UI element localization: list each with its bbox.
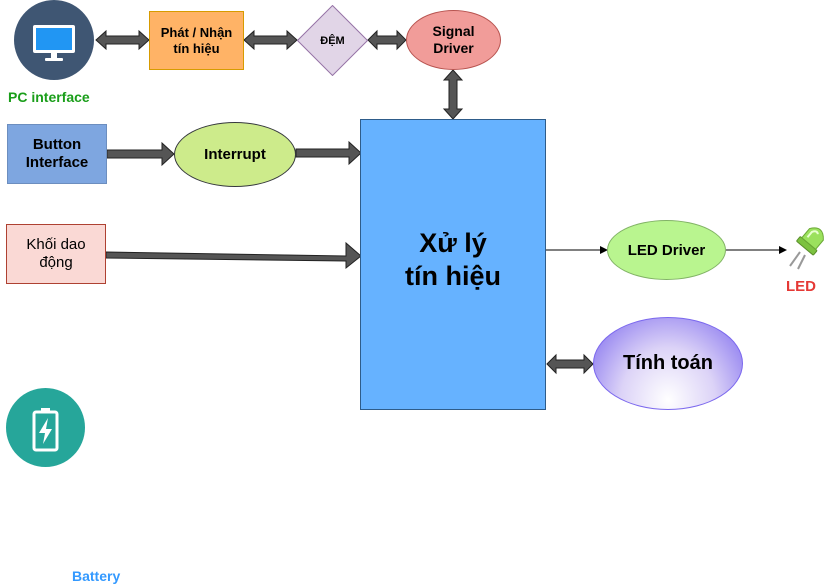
signal-driver-label: Signal Driver bbox=[432, 23, 475, 56]
led-bulb-icon bbox=[789, 227, 824, 270]
battery-label: Battery bbox=[72, 568, 121, 584]
signal-driver-to-xu-ly-arrow bbox=[442, 69, 464, 120]
tinh-toan-label: Tính toán bbox=[623, 352, 713, 374]
pc-interface-label: PC interface bbox=[8, 89, 90, 105]
interrupt-label: Interrupt bbox=[204, 146, 266, 163]
phat-nhan-node[interactable]: Phát / Nhận tín hiệu bbox=[149, 11, 244, 70]
signal-driver-node[interactable]: Signal Driver bbox=[406, 10, 501, 70]
dem-label: ĐỆM bbox=[320, 34, 345, 47]
button-to-interrupt-arrow bbox=[106, 141, 175, 167]
dem-node[interactable]: ĐỆM bbox=[297, 5, 368, 76]
khoi-dao-dong-node[interactable]: Khối dao động bbox=[6, 224, 106, 284]
pc-to-phat-nhan-arrow bbox=[95, 29, 150, 51]
monitor-icon bbox=[33, 25, 75, 61]
button-interface-label: Button Interface bbox=[25, 136, 89, 171]
interrupt-node[interactable]: Interrupt bbox=[174, 122, 296, 187]
khoi-dao-dong-to-xu-ly-arrow bbox=[105, 241, 362, 270]
khoi-dao-dong-label: Khối dao động bbox=[26, 236, 86, 271]
led-driver-label: LED Driver bbox=[627, 241, 706, 259]
dem-diamond-shape bbox=[297, 5, 368, 76]
xu-ly-label: Xử lý tín hiệu bbox=[405, 228, 501, 291]
battery-icon-circle bbox=[6, 388, 85, 467]
xu-ly-to-tinh-toan-arrow bbox=[546, 353, 594, 375]
dem-to-signal-driver-arrow bbox=[367, 29, 407, 51]
xu-ly-node[interactable]: Xử lý tín hiệu bbox=[360, 119, 546, 410]
led-label: LED bbox=[786, 278, 816, 295]
interrupt-to-xu-ly-arrow bbox=[295, 140, 362, 166]
phat-nhan-label: Phát / Nhận tín hiệu bbox=[160, 24, 233, 56]
pc-icon-circle bbox=[14, 0, 94, 80]
button-interface-node[interactable]: Button Interface bbox=[7, 124, 107, 184]
battery-charging-icon bbox=[32, 408, 59, 452]
phat-nhan-to-dem-arrow bbox=[243, 29, 298, 51]
tinh-toan-node[interactable]: Tính toán bbox=[593, 317, 743, 410]
led-driver-node[interactable]: LED Driver bbox=[607, 220, 726, 280]
